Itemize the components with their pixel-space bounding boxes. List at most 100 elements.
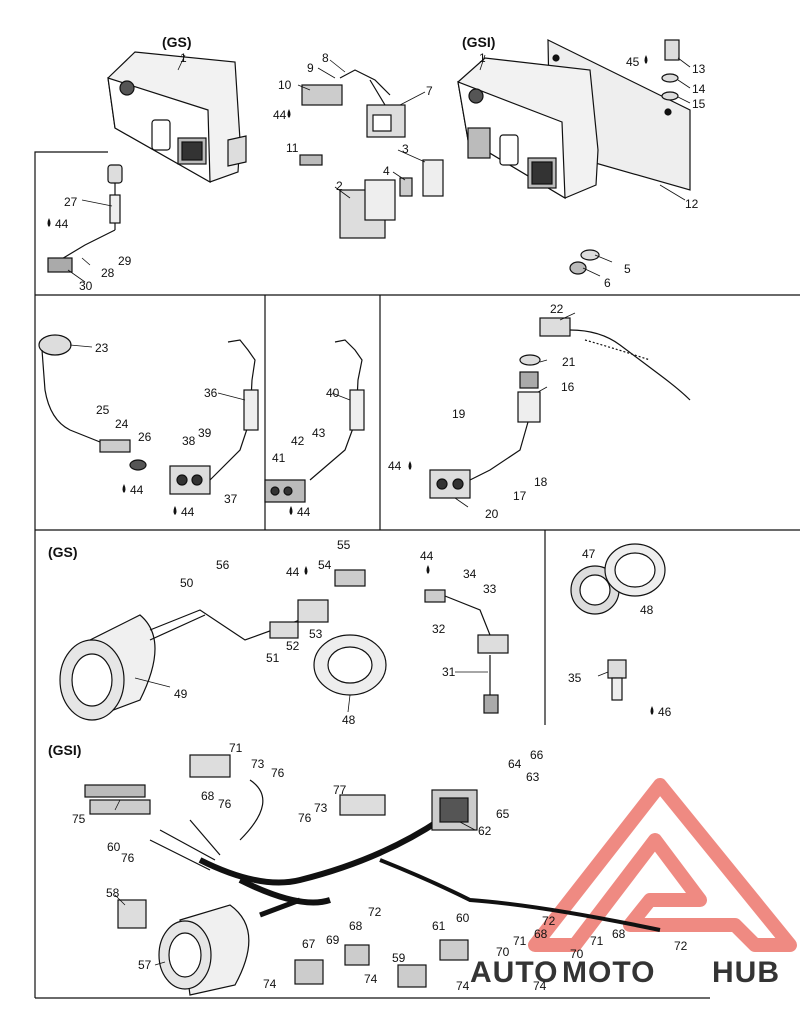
part-label-57: 57 — [138, 958, 152, 972]
part-label-20: 20 — [485, 507, 499, 521]
part-label-49: 49 — [174, 687, 188, 701]
switch-assembly — [38, 334, 147, 471]
part-label-12: 12 — [685, 197, 699, 211]
lubricant-callouts: 45 44 44 44 44 44 44 44 — [47, 55, 672, 719]
part-label-22: 22 — [550, 302, 564, 316]
part-label-68-c: 68 — [534, 927, 548, 941]
part-label-35: 35 — [568, 671, 582, 685]
automotohub-watermark: AUTO MOTO HUB — [470, 778, 797, 989]
gsi-harness-header: (GSI) — [48, 742, 81, 758]
part-label-39: 39 — [198, 426, 212, 440]
part-label-61: 61 — [432, 919, 446, 933]
part-label-6: 6 — [604, 276, 611, 290]
part-label-56: 56 — [216, 558, 230, 572]
part-label-76-a: 76 — [271, 766, 285, 780]
part-label-24: 24 — [115, 417, 129, 431]
lubricant-callout-45: 45 — [626, 55, 648, 69]
gsi-module-header: (GSI) — [462, 34, 495, 50]
part-label-43: 43 — [312, 426, 326, 440]
gsi-components — [84, 754, 478, 996]
lubricant-callout-44-top: 44 — [273, 108, 291, 122]
part-label-70-b: 70 — [570, 947, 584, 961]
part-label-4: 4 — [383, 164, 390, 178]
part-label-31: 31 — [442, 665, 456, 679]
part-label-60-right: 60 — [456, 911, 470, 925]
gs-gauge-assembly — [59, 569, 387, 721]
part-label-76-b: 76 — [218, 797, 232, 811]
part-label-40: 40 — [326, 386, 340, 400]
part-label-17: 17 — [513, 489, 527, 503]
gauge-bezel-and-sensor — [570, 543, 666, 701]
svg-text:44: 44 — [297, 505, 311, 519]
drop-icon — [289, 506, 293, 515]
watermark-moto-text: MOTO — [562, 956, 655, 989]
part-label-68-d: 68 — [612, 927, 626, 941]
part-label-34: 34 — [463, 567, 477, 581]
part-label-48-bezel: 48 — [640, 603, 654, 617]
part-label-55: 55 — [337, 538, 351, 552]
watermark-auto-text: AUTO — [470, 956, 558, 989]
part-label-47: 47 — [582, 547, 596, 561]
ground-lead-parts — [47, 164, 123, 273]
part-label-2: 2 — [336, 179, 343, 193]
part-label-70-a: 70 — [496, 945, 510, 959]
part-label-52: 52 — [286, 639, 300, 653]
part-label-68-a: 68 — [201, 789, 215, 803]
drop-icon — [173, 506, 177, 515]
part-label-38: 38 — [182, 434, 196, 448]
part-label-33: 33 — [483, 582, 497, 596]
gs-gauge-header: (GS) — [48, 544, 78, 560]
part-label-21: 21 — [562, 355, 576, 369]
part-label-7: 7 — [426, 84, 433, 98]
part-label-29: 29 — [118, 254, 132, 268]
part-label-77: 77 — [333, 783, 347, 797]
drop-icon — [122, 484, 126, 493]
part-label-75: 75 — [72, 812, 86, 826]
relay-and-connectors — [299, 69, 444, 239]
part-label-1-gsi: 1 — [479, 51, 486, 65]
part-label-58: 58 — [106, 886, 120, 900]
part-label-74-b: 74 — [364, 972, 378, 986]
part-number-labels: 1 1 2 3 4 5 6 7 8 9 10 11 12 13 14 15 16… — [64, 51, 706, 993]
connector-assembly-b — [264, 339, 365, 503]
part-label-53: 53 — [309, 627, 323, 641]
watermark-triangle-logo — [528, 778, 797, 952]
lubricant-callout-46: 46 — [650, 705, 672, 719]
part-label-62: 62 — [478, 824, 492, 838]
part-label-18: 18 — [534, 475, 548, 489]
drop-icon — [304, 566, 308, 575]
part-label-15: 15 — [692, 97, 706, 111]
drop-icon — [650, 706, 654, 715]
part-label-72-a: 72 — [368, 905, 382, 919]
part-label-71-top: 71 — [229, 741, 243, 755]
lubricant-callout-44-switch: 44 — [122, 483, 144, 497]
part-label-51: 51 — [266, 651, 280, 665]
part-label-72-b: 72 — [542, 914, 556, 928]
part-label-13: 13 — [692, 62, 706, 76]
svg-text:45: 45 — [626, 55, 640, 69]
callout-leader-lines — [67, 54, 691, 966]
drop-icon — [408, 461, 412, 470]
svg-text:44: 44 — [55, 217, 69, 231]
part-label-48-ring: 48 — [342, 713, 356, 727]
part-label-64: 64 — [508, 757, 522, 771]
gsi-control-module — [457, 39, 691, 200]
part-label-60-left: 60 — [107, 840, 121, 854]
svg-text:44: 44 — [130, 483, 144, 497]
lubricant-callout-44-conn-a: 44 — [173, 505, 195, 519]
part-label-23: 23 — [95, 341, 109, 355]
gs-module-header: (GS) — [162, 34, 192, 50]
drop-icon — [644, 55, 648, 64]
part-label-11: 11 — [286, 141, 299, 155]
part-label-59: 59 — [392, 951, 406, 965]
svg-text:44: 44 — [273, 108, 287, 122]
svg-text:44: 44 — [388, 459, 402, 473]
svg-text:44: 44 — [286, 565, 300, 579]
part-label-73-a: 73 — [251, 757, 265, 771]
part-label-3: 3 — [402, 142, 409, 156]
part-label-19: 19 — [452, 407, 466, 421]
mounting-hardware — [569, 39, 680, 275]
section-dividers — [34, 151, 800, 999]
part-label-8: 8 — [322, 51, 329, 65]
